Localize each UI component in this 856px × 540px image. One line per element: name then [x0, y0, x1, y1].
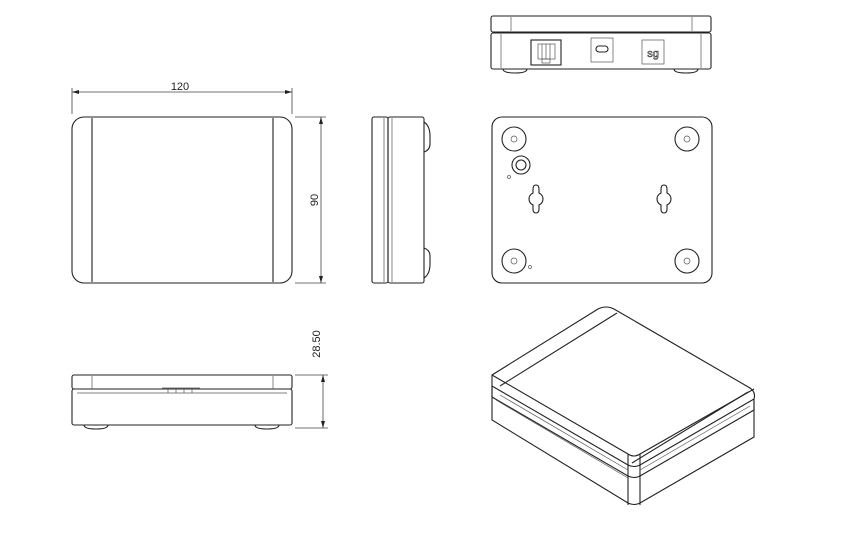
top-view: [71, 116, 293, 284]
width-dimension: 120: [71, 81, 293, 114]
height-dimension-label: 28.50: [311, 330, 323, 358]
back-view: sg: [490, 15, 712, 74]
reset-button-icon: [511, 155, 531, 175]
isometric-view: [491, 306, 756, 506]
led-window-icon: [590, 37, 614, 63]
foot: [674, 248, 700, 274]
sg-logo: sg: [641, 39, 665, 65]
foot: [501, 126, 527, 152]
rj-jack-icon: [530, 39, 562, 66]
depth-dimension-label: 90: [309, 194, 321, 206]
keyhole-mount-icon: [528, 184, 544, 214]
svg-text:sg: sg: [647, 48, 659, 60]
side-view: [371, 116, 431, 284]
front-view: [71, 374, 293, 430]
foot: [501, 248, 527, 274]
keyhole-mount-icon: [656, 184, 672, 214]
height-dimension: 28.50: [295, 330, 328, 429]
width-dimension-label: 120: [171, 81, 189, 93]
bottom-view: [491, 116, 713, 284]
foot: [674, 126, 700, 152]
depth-dimension: 90: [295, 116, 326, 284]
